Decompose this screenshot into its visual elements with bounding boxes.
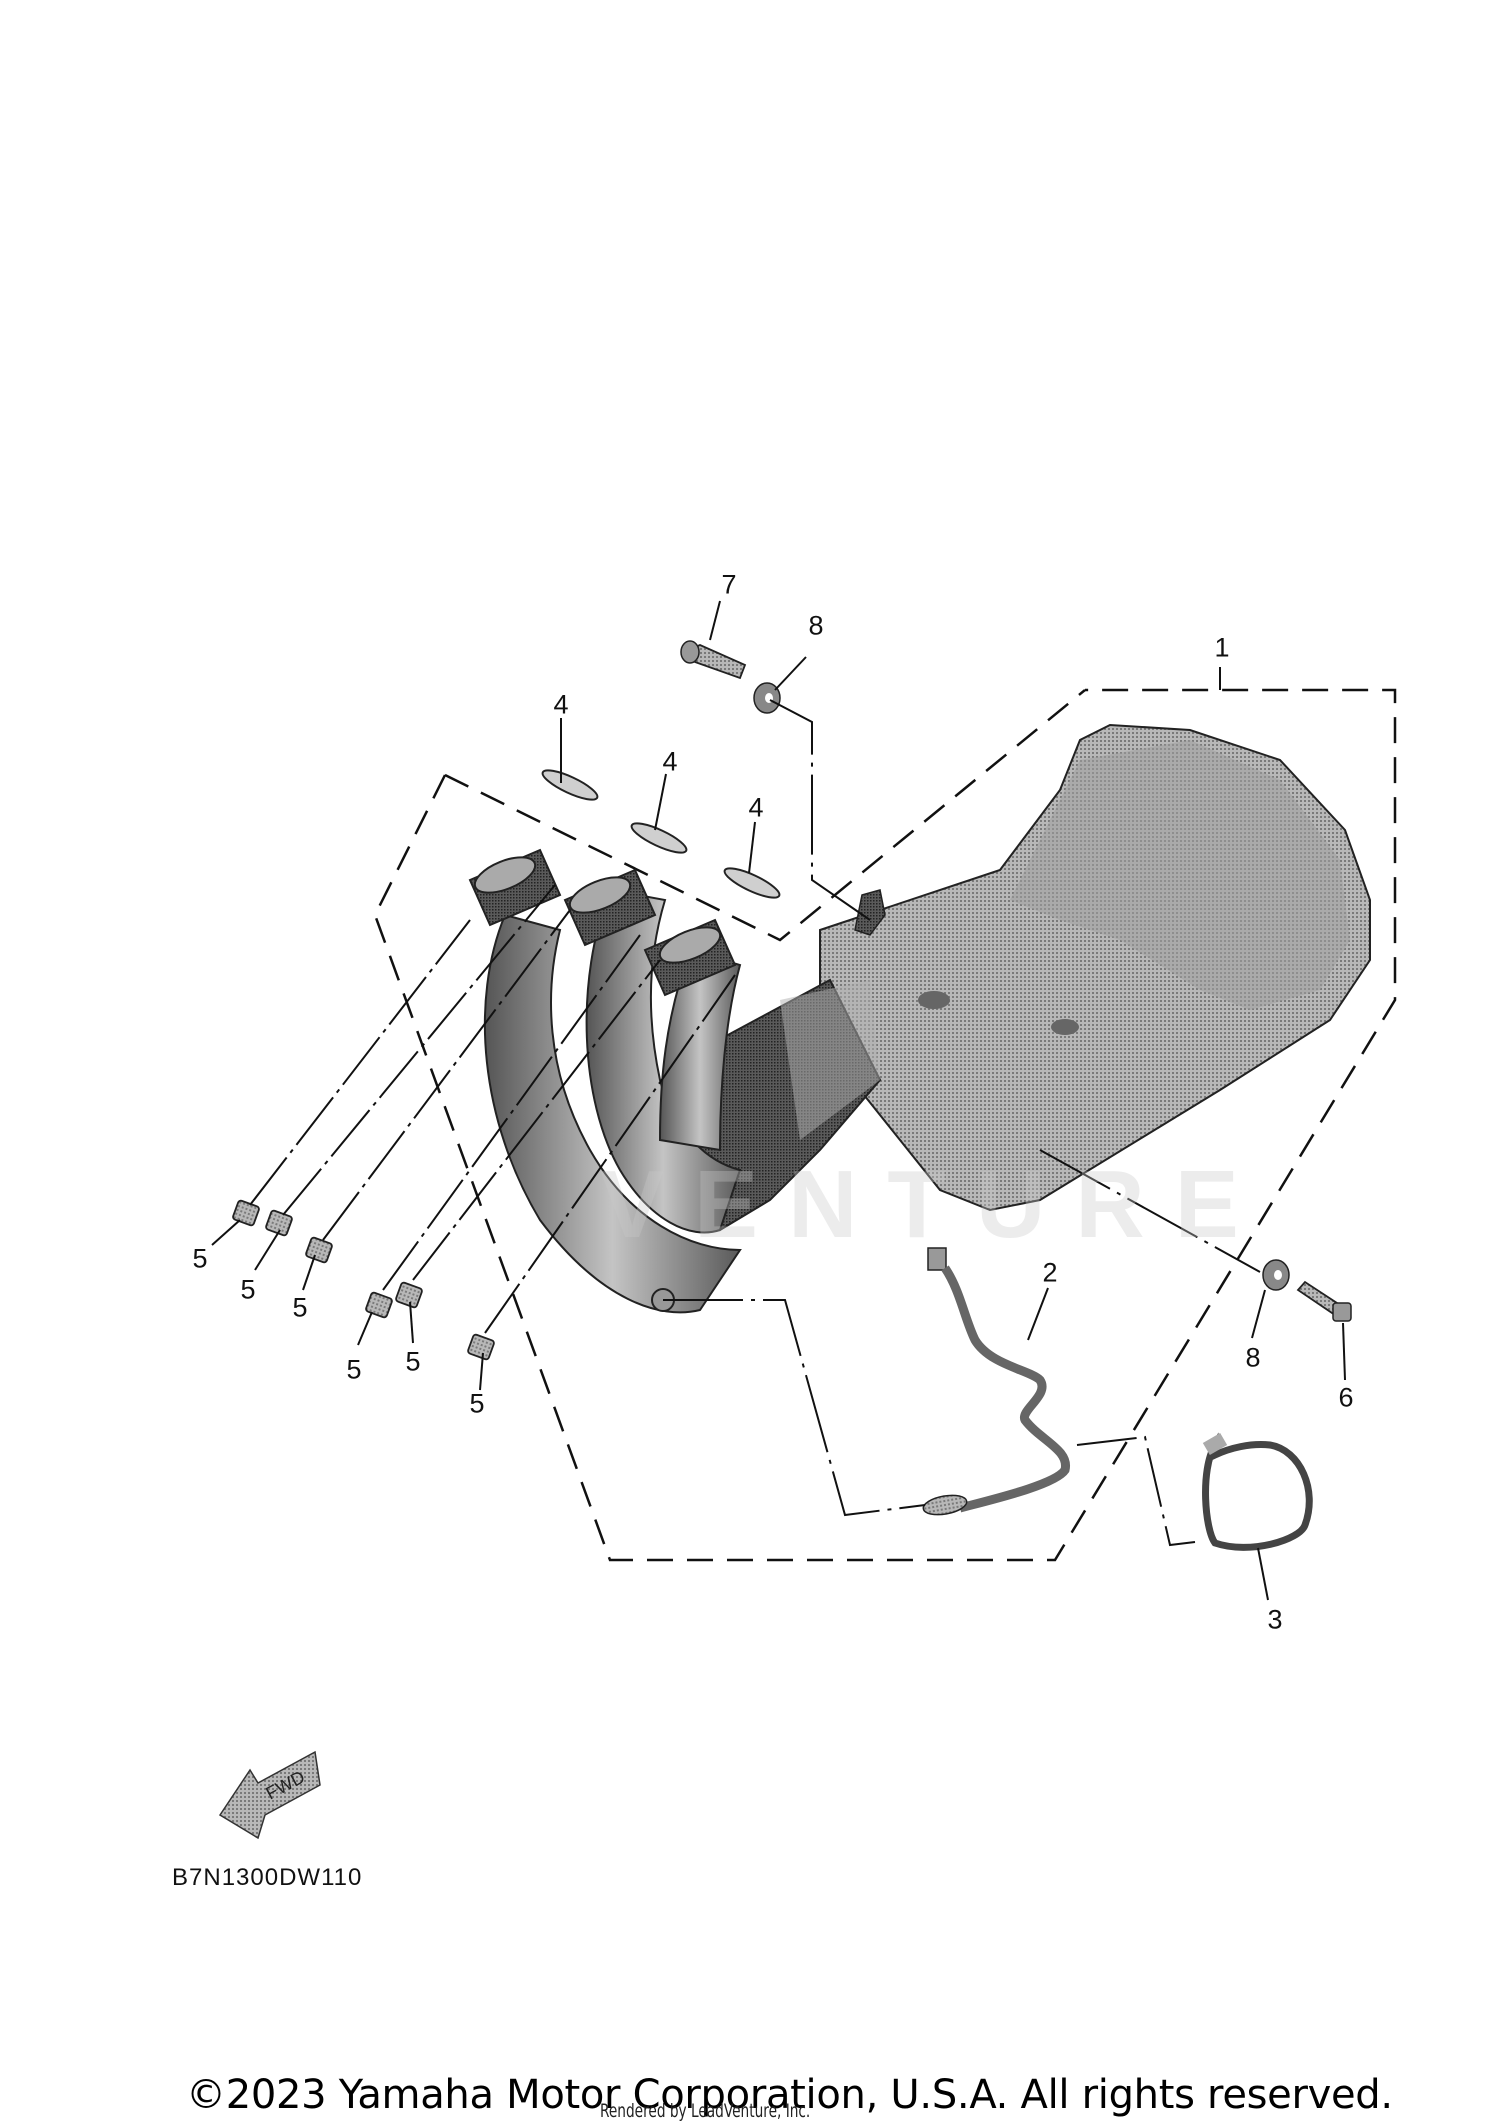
callout-5-b[interactable]: 5	[240, 1274, 256, 1305]
header-group-outline	[373, 688, 1397, 1562]
callout-4-c[interactable]: 4	[748, 792, 764, 823]
callout-4-a[interactable]: 4	[553, 689, 569, 720]
callout-7[interactable]: 7	[721, 569, 737, 600]
band-leader-line	[1076, 1435, 1196, 1547]
callout-5-f[interactable]: 5	[469, 1388, 485, 1419]
callout-5-c[interactable]: 5	[292, 1292, 308, 1323]
sensor-leader-line	[663, 1299, 926, 1517]
exhaust-header-pipes	[468, 848, 742, 1314]
sensor-band	[1202, 1432, 1313, 1551]
callout-8-b[interactable]: 8	[1245, 1342, 1261, 1373]
bolt-6	[1296, 1280, 1352, 1322]
washer-8-top	[753, 682, 781, 714]
muffler-bolt-leaders	[769, 699, 1261, 1273]
washer-8-right	[1262, 1259, 1290, 1291]
callout-8-a[interactable]: 8	[808, 610, 824, 641]
copyright-notice: ©2023 Yamaha Motor Corporation, U.S.A. A…	[186, 2072, 1393, 2118]
callout-5-d[interactable]: 5	[346, 1354, 362, 1385]
nuts	[232, 1199, 495, 1361]
rendered-by-notice: Rendered by LeadVenture, Inc.	[600, 2100, 811, 2122]
bolt-7	[680, 640, 747, 680]
callout-3[interactable]: 3	[1267, 1604, 1283, 1635]
callout-5-a[interactable]: 5	[192, 1243, 208, 1274]
forward-arrow-icon: FWD	[218, 1750, 321, 1840]
gaskets	[541, 769, 781, 899]
callout-6[interactable]: 6	[1338, 1382, 1354, 1413]
callout-leaders	[211, 600, 1346, 1601]
diagram-code: B7N1300DW110	[172, 1864, 363, 1891]
callout-1[interactable]: 1	[1214, 632, 1230, 663]
oxygen-sensor	[922, 1247, 1070, 1516]
callout-4-b[interactable]: 4	[662, 746, 678, 777]
callout-2[interactable]: 2	[1042, 1257, 1058, 1288]
muffler-assembly	[819, 723, 1371, 1212]
nut-leader-lines	[249, 884, 736, 1334]
watermark: VENTURE	[600, 1151, 1269, 1258]
callout-5-e[interactable]: 5	[405, 1346, 421, 1377]
